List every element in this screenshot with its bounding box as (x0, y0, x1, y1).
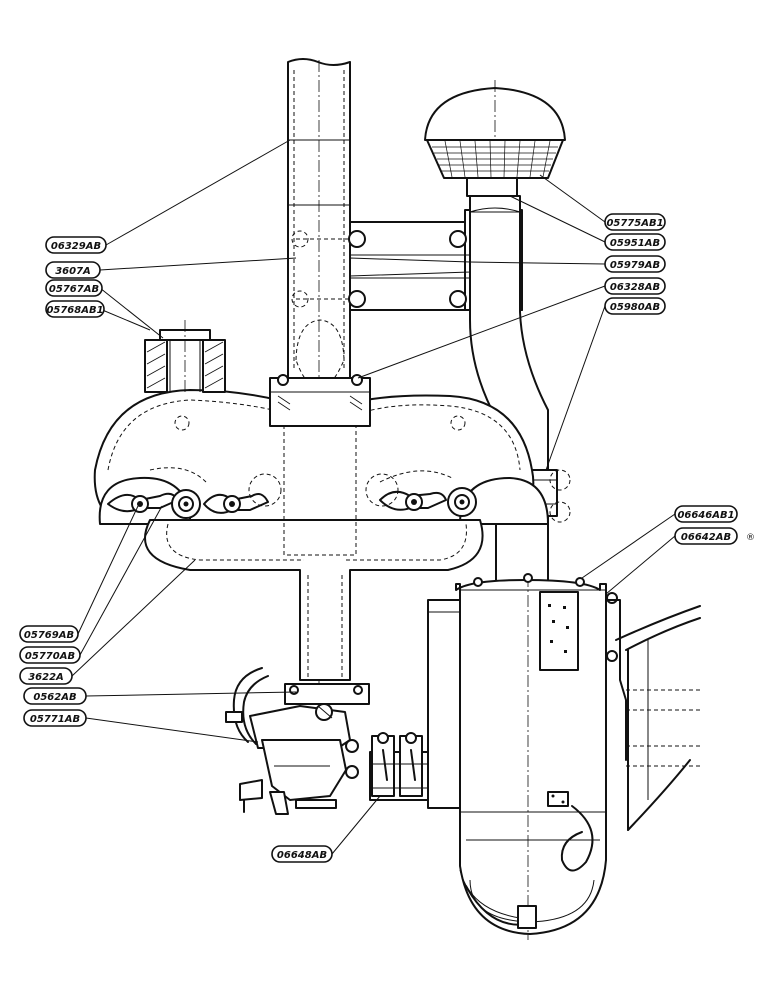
part-label-05771AB: 05771AB (23, 709, 87, 727)
part-label-05979AB: 05979AB (604, 255, 666, 273)
part-number-text: 05775AB1 (606, 218, 663, 229)
part-label-06328AB: 06328AB (604, 277, 666, 295)
part-number-text: 06648AB (277, 850, 327, 861)
part-number-text: 3622A (28, 672, 64, 683)
part-label-05768AB1: 05768AB1 (45, 300, 105, 318)
engine-block-edge (615, 605, 701, 831)
part-number-text: 06642AB (681, 532, 731, 543)
part-number-text: 06329AB (51, 241, 101, 252)
part-label-05980AB: 05980AB (604, 297, 666, 315)
part-number-text: 05771AB (30, 714, 80, 725)
leader-lines (71, 139, 676, 855)
exhaust-pipe (287, 58, 351, 690)
part-number-text: 3607A (55, 266, 91, 277)
air-hose (369, 732, 437, 801)
manifold-wing-nuts (107, 473, 477, 519)
part-number-text: 05770AB (25, 651, 75, 662)
part-label-05767AB: 05767AB (45, 279, 103, 297)
part-number-text: 06328AB (610, 282, 660, 293)
part-number-text: 05769AB (24, 630, 74, 641)
part-number-text: 06646AB1 (677, 510, 734, 521)
part-label-06642AB: 06642AB (674, 527, 738, 545)
part-label-05770AB: 05770AB (19, 646, 81, 664)
part-number-text: 05768AB1 (46, 305, 103, 316)
part-label-05775AB1: 05775AB1 (604, 213, 666, 231)
part-number-text: 0562AB (33, 692, 76, 703)
exhaust-manifold (93, 374, 549, 681)
carburetor (225, 667, 370, 815)
part-label-06648AB: 06648AB (271, 845, 333, 863)
part-number-text: 05979AB (610, 260, 660, 271)
part-number-text: 05767AB (49, 284, 99, 295)
air-cleaner-body (427, 573, 700, 940)
part-label-05769AB: 05769AB (19, 625, 79, 643)
section-detail (144, 320, 226, 395)
part-label-0562AB: 0562AB (23, 687, 87, 705)
part-label-06646AB1: 06646AB1 (674, 505, 738, 523)
part-label-3622A: 3622A (19, 667, 73, 685)
part-number-text: 05980AB (610, 302, 660, 313)
part-label-3607A: 3607A (45, 261, 101, 279)
air-cleaner-cap (424, 80, 566, 197)
part-label-05951AB: 05951AB (604, 233, 666, 251)
part-number-text: 05951AB (610, 238, 660, 249)
registered-mark: ® (746, 533, 755, 543)
part-label-06329AB: 06329AB (45, 236, 107, 254)
